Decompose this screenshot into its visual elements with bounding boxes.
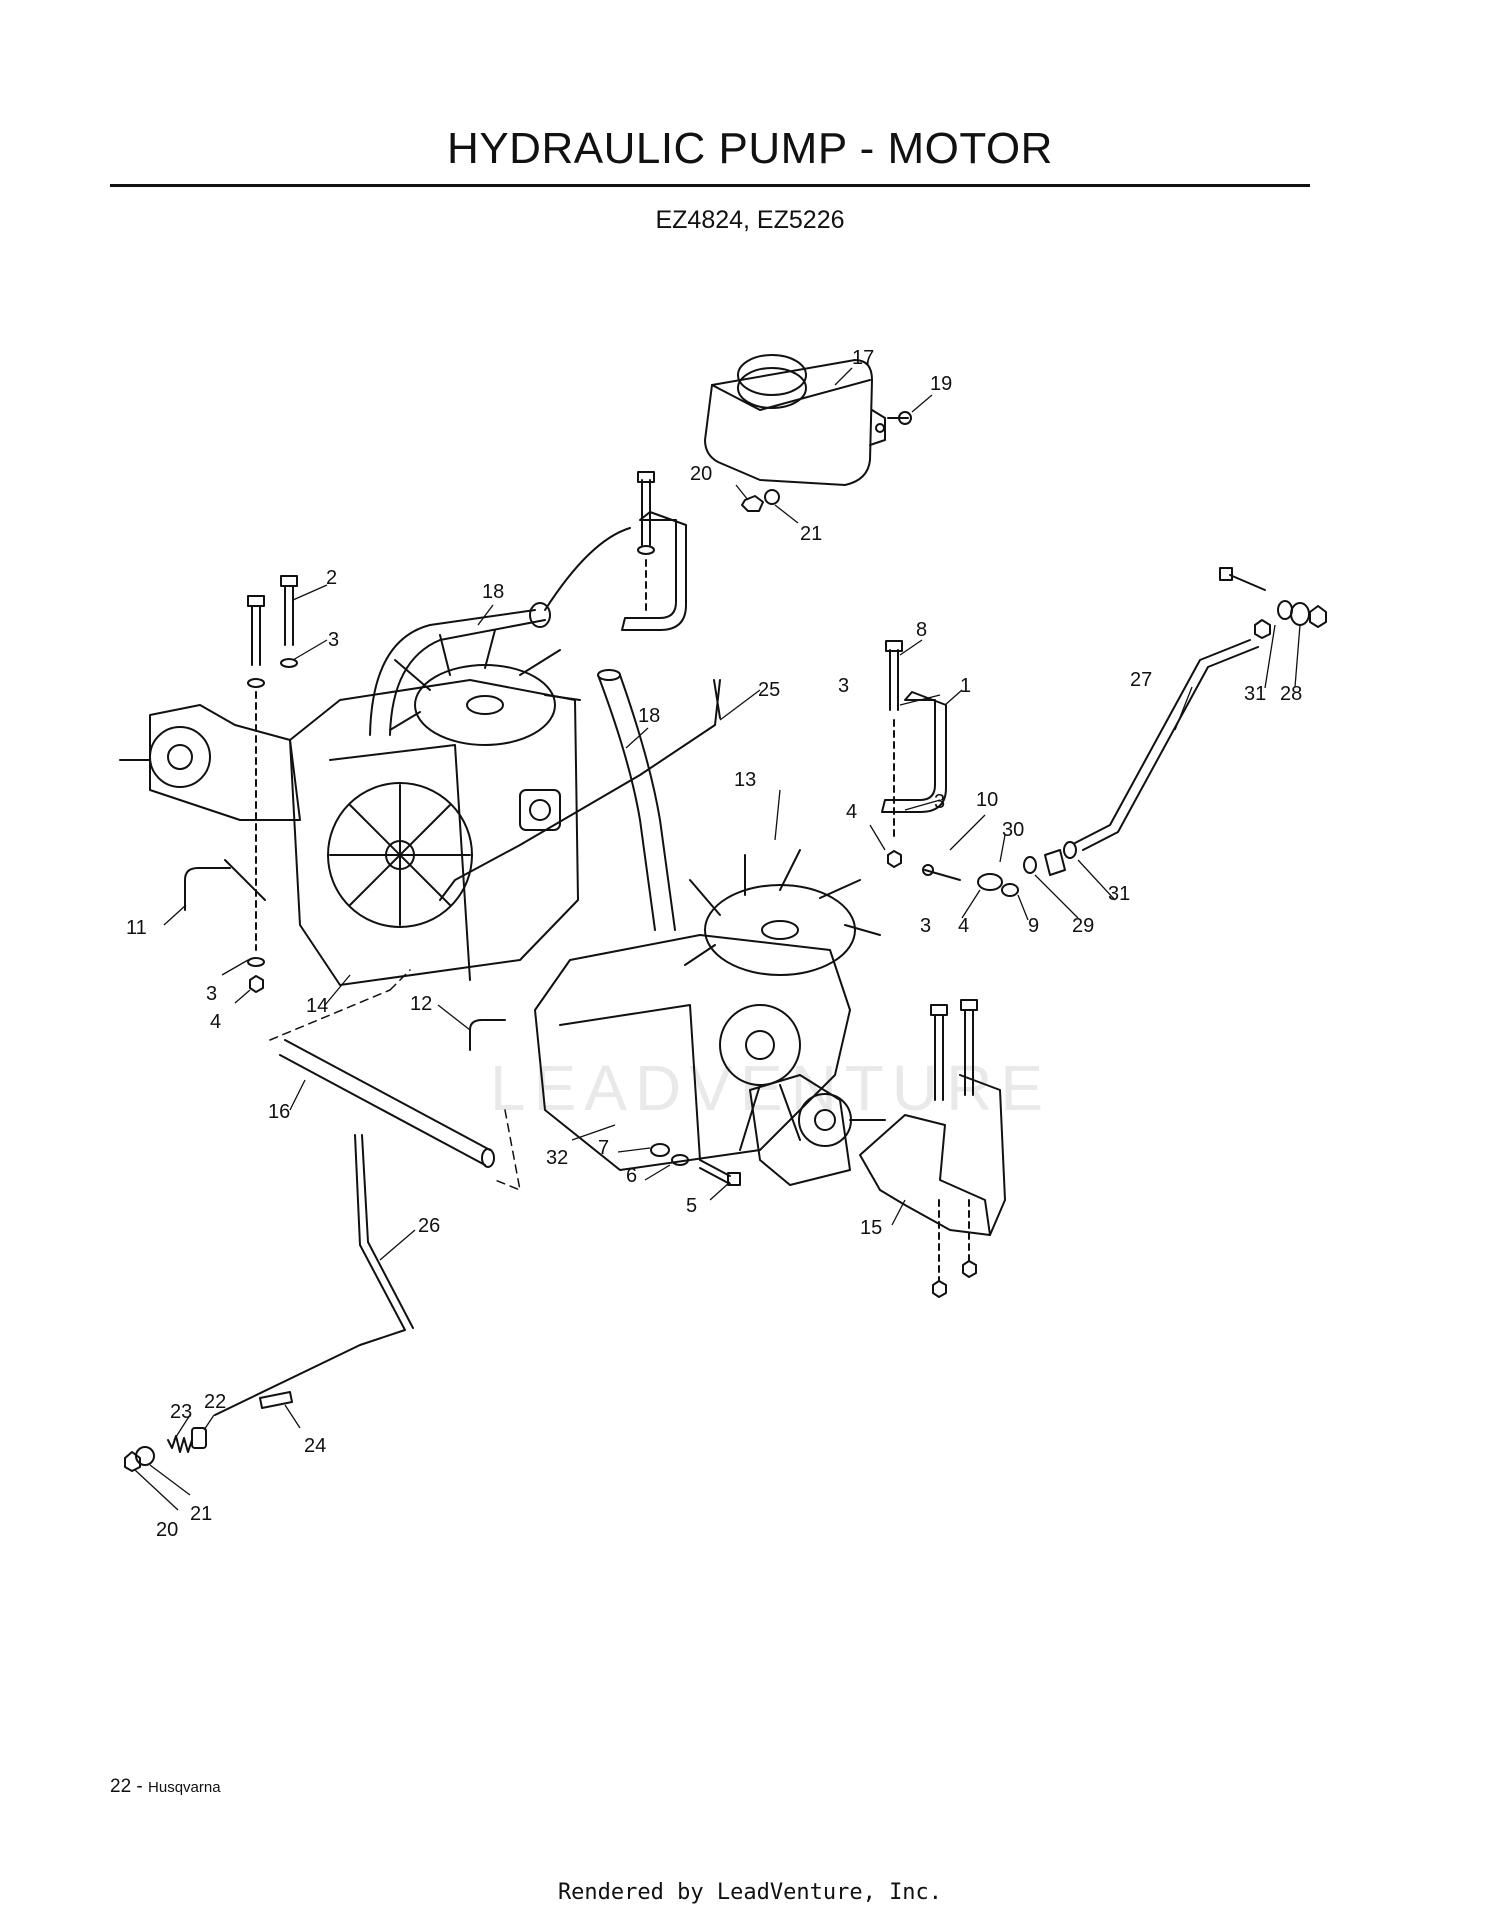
tank-mount-bracket[interactable] (621, 471, 687, 631)
callout-4-left-lower: 4 (210, 1011, 221, 1033)
callout-16: 16 (268, 1101, 290, 1123)
callout-26: 26 (418, 1215, 440, 1237)
callout-9: 9 (1028, 915, 1039, 937)
right-transaxle[interactable] (534, 934, 851, 1171)
callout-14: 14 (306, 995, 328, 1017)
left-axle-hub[interactable] (119, 704, 301, 821)
callout-20-tank: 20 (690, 463, 712, 485)
left-transaxle-bolts[interactable] (247, 575, 298, 993)
callout-22: 22 (204, 1391, 226, 1413)
callout-18-lower: 18 (638, 705, 660, 727)
left-cooling-fan[interactable] (389, 629, 581, 746)
page-title: HYDRAULIC PUMP - MOTOR (447, 124, 1053, 173)
callout-19: 19 (930, 373, 952, 395)
callout-21-spring: 21 (190, 1503, 212, 1525)
right-bracket-bolts[interactable] (930, 999, 978, 1298)
rod-clip[interactable] (259, 1391, 293, 1409)
left-hose-fitting[interactable] (184, 859, 266, 911)
right-axle-hub[interactable] (749, 1074, 886, 1186)
hydraulic-hose-upper[interactable] (369, 527, 631, 736)
page-number: 22 (110, 1776, 132, 1797)
callout-3-bracket: 3 (838, 675, 849, 697)
callout-7: 7 (598, 1137, 609, 1159)
control-bracket[interactable] (881, 640, 947, 868)
callout-23: 23 (170, 1401, 192, 1423)
callout-4-bracket: 4 (846, 801, 857, 823)
callout-labels: 1 2 3 3 3 3 3 4 4 4 5 6 7 8 9 10 11 12 1… (126, 347, 1302, 1541)
callout-11: 11 (126, 917, 147, 939)
callout-18-upper: 18 (482, 581, 504, 603)
callout-17: 17 (852, 347, 874, 369)
rendered-by-credit: Rendered by LeadVenture, Inc. (557, 1880, 943, 1905)
tank-nut-washer[interactable] (741, 489, 780, 512)
control-rod-upper[interactable] (1074, 639, 1259, 851)
callout-25: 25 (758, 679, 780, 701)
upper-rod-end-hardware[interactable] (1219, 567, 1327, 639)
watermark-text: LEADVENTURE (490, 1052, 1051, 1124)
right-hose-fitting[interactable] (469, 1019, 506, 1051)
callout-30: 30 (1002, 819, 1024, 841)
callout-8: 8 (916, 619, 927, 641)
bypass-rod[interactable] (214, 1134, 414, 1416)
lower-bolt-washers[interactable] (650, 1143, 741, 1186)
callout-10: 10 (976, 789, 998, 811)
callout-24: 24 (304, 1435, 326, 1457)
callout-3-left-bolt: 3 (328, 629, 339, 651)
callout-29: 29 (1072, 915, 1094, 937)
callout-32: 32 (546, 1147, 568, 1169)
page-brand: Husqvarna (148, 1779, 221, 1796)
page-footer: 22 - Husqvarna (110, 1776, 221, 1797)
callout-3-bracket-lower: 3 (934, 791, 945, 813)
callout-28: 28 (1280, 683, 1302, 705)
callout-27: 27 (1130, 669, 1152, 691)
linkage-hardware[interactable] (922, 841, 1077, 897)
callout-4-linkage: 4 (958, 915, 969, 937)
callout-5: 5 (686, 1195, 697, 1217)
dashed-assembly-lines (269, 969, 521, 1191)
leader-lines (134, 367, 1301, 1511)
callout-31-upper: 31 (1244, 683, 1266, 705)
reservoir-tank[interactable] (704, 354, 886, 486)
right-mount-bracket[interactable] (859, 1074, 1006, 1236)
callout-15: 15 (860, 1217, 882, 1239)
hydraulic-hose-lower[interactable] (597, 669, 676, 931)
callout-2: 2 (326, 567, 337, 589)
pump-linkage-rod[interactable] (439, 679, 721, 901)
callout-3-left-lower: 3 (206, 983, 217, 1005)
callout-12: 12 (410, 993, 432, 1015)
tie-rod-tube[interactable] (279, 1039, 495, 1168)
callout-6: 6 (626, 1165, 637, 1187)
callout-21-tank: 21 (800, 523, 822, 545)
spring-and-hardware[interactable] (124, 1427, 207, 1472)
callout-13: 13 (734, 769, 756, 791)
callout-3-linkage: 3 (920, 915, 931, 937)
title-rule (110, 184, 1310, 187)
tank-screw[interactable] (887, 411, 912, 425)
left-transaxle[interactable] (289, 679, 579, 986)
right-cooling-fan[interactable] (684, 849, 881, 976)
callout-31-lower: 31 (1108, 883, 1130, 905)
callout-20-spring: 20 (156, 1519, 178, 1541)
model-subtitle: EZ4824, EZ5226 (655, 206, 845, 234)
callout-1: 1 (960, 675, 971, 697)
